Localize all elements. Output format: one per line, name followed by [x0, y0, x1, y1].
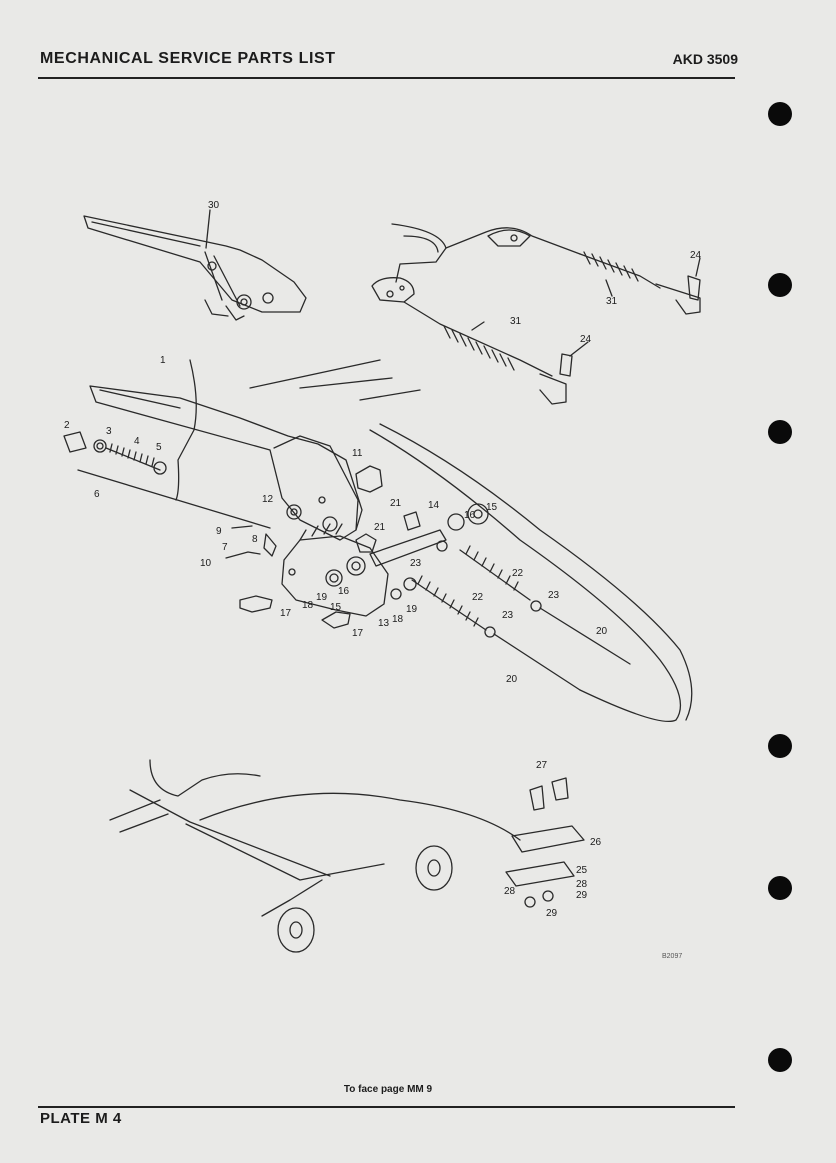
binder-hole — [768, 734, 792, 758]
part-callouts: 1 2 3 4 5 6 7 8 9 10 11 12 13 14 15 15 1… — [64, 200, 702, 960]
callout-21: 21 — [374, 522, 386, 533]
callout-29: 29 — [576, 890, 588, 901]
page-title: MECHANICAL SERVICE PARTS LIST — [40, 50, 336, 67]
callout-22: 22 — [472, 592, 484, 603]
binder-hole — [768, 420, 792, 444]
binder-hole — [768, 273, 792, 297]
callout-17: 17 — [352, 628, 364, 639]
binder-hole — [768, 1048, 792, 1072]
callout-8: 8 — [252, 534, 258, 545]
drawing-reference: B2097 — [662, 953, 682, 960]
callout-16: 16 — [464, 510, 476, 521]
callout-6: 6 — [94, 489, 100, 500]
face-page-note: To face page MM 9 — [343, 1084, 433, 1095]
callout-27: 27 — [536, 760, 548, 771]
callout-23: 23 — [548, 590, 560, 601]
callout-24: 24 — [690, 250, 702, 261]
callout-13: 13 — [378, 618, 390, 629]
callout-12: 12 — [262, 494, 274, 505]
handbrake-cable-assembly-drawing — [371, 223, 701, 405]
callout-31: 31 — [510, 316, 522, 327]
callout-29: 29 — [546, 908, 558, 919]
callout-1: 1 — [160, 355, 166, 366]
binder-hole — [768, 102, 792, 126]
callout-28: 28 — [576, 879, 588, 890]
callout-16: 16 — [338, 586, 350, 597]
callout-15: 15 — [330, 602, 342, 613]
document-code: AKD 3509 — [672, 51, 738, 67]
callout-15: 15 — [486, 502, 498, 513]
callout-20: 20 — [596, 626, 608, 637]
callout-4: 4 — [134, 436, 140, 447]
callout-19: 19 — [316, 592, 328, 603]
callout-20: 20 — [506, 674, 518, 685]
callout-31: 31 — [606, 296, 618, 307]
callout-10: 10 — [200, 558, 212, 569]
callout-14: 14 — [428, 500, 440, 511]
callout-2: 2 — [64, 420, 70, 431]
callout-11: 11 — [352, 448, 363, 459]
callout-26: 26 — [590, 837, 602, 848]
callout-5: 5 — [156, 442, 162, 453]
callout-18: 18 — [302, 600, 314, 611]
header-rule — [38, 77, 735, 79]
plate-number: PLATE M 4 — [40, 1110, 122, 1127]
callout-23: 23 — [410, 558, 422, 569]
callout-17: 17 — [280, 608, 292, 619]
callout-22: 22 — [512, 568, 524, 579]
callout-18: 18 — [392, 614, 404, 625]
main-lever-exploded-drawing — [63, 359, 693, 723]
callout-30: 30 — [208, 200, 220, 211]
callout-3: 3 — [106, 426, 112, 437]
callout-7: 7 — [222, 542, 228, 553]
callout-19: 19 — [406, 604, 418, 615]
footer-rule — [38, 1106, 735, 1108]
callout-21: 21 — [390, 498, 402, 509]
callout-23: 23 — [502, 610, 514, 621]
installation-view-drawing — [109, 759, 585, 953]
callout-25: 25 — [576, 865, 588, 876]
callout-24: 24 — [580, 334, 592, 345]
binder-hole — [768, 876, 792, 900]
callout-9: 9 — [216, 526, 222, 537]
handbrake-lever-assembly-drawing — [83, 209, 307, 321]
callout-28: 28 — [504, 886, 516, 897]
